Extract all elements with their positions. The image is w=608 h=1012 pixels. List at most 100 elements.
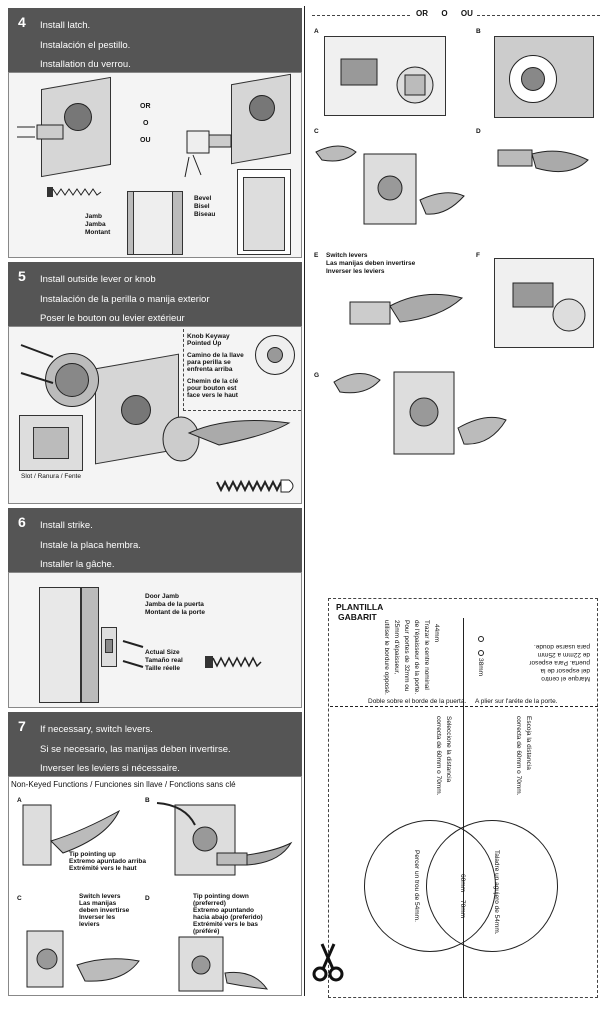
door-jamb-label-es: Jamba de la puerta	[145, 601, 204, 608]
door-jamb-face	[81, 587, 99, 703]
template-center-line	[463, 618, 464, 998]
step-title-es: Instalación el pestillo.	[40, 40, 131, 51]
right-label-d: D	[476, 128, 481, 135]
nonkeyed-caption: Non-Keyed Functions / Funciones sin llav…	[11, 780, 236, 789]
tip-up-label-en: Tip pointing up	[69, 851, 116, 858]
bore-ring-inner	[521, 67, 545, 91]
keyway-cylinder	[267, 347, 283, 363]
bevel-label-fr: Biseau	[194, 211, 216, 218]
right-b-illustration	[494, 36, 594, 118]
step7-a-drawing	[22, 804, 121, 866]
step7-label-b: B	[145, 797, 150, 804]
tip-up-label-fr: Extrémité vers le haut	[69, 865, 137, 872]
screw-drawing	[47, 187, 102, 197]
bore-hole	[249, 95, 275, 121]
template-title-fr: GABARIT	[338, 612, 377, 622]
template-text-1: Marque el centro del espesor de la puert…	[529, 622, 590, 682]
tip-down-label-4: hacia abajo (preferido)	[193, 914, 263, 921]
bore-hole	[64, 103, 92, 131]
right-f-illustration	[494, 258, 594, 348]
step-number: 4	[18, 14, 26, 30]
step7-b-drawing	[156, 802, 293, 876]
step-7-illustration: Non-Keyed Functions / Funciones sin llav…	[8, 776, 302, 996]
chemin-label-1: Chemin de la clé	[187, 378, 239, 385]
actual-size-label-fr: Taille réelle	[145, 665, 180, 672]
right-label-b: B	[476, 28, 481, 35]
step-title-fr: Installation du verrou.	[40, 59, 131, 70]
right-g-drawing	[333, 371, 507, 455]
step-title-en: If necessary, switch levers.	[40, 724, 153, 735]
step-7-header: 7 If necessary, switch levers. Si se nec…	[8, 712, 302, 776]
dim-38-label: 38mm	[477, 658, 484, 677]
dim-70-label: 70mm	[459, 900, 466, 919]
strike-screws	[122, 640, 144, 668]
step-title-en: Install outside lever or knob	[40, 274, 156, 285]
keyway-callout	[183, 329, 301, 411]
tip-up-label-es: Extremo apuntado arriba	[69, 858, 146, 865]
mark-hole-2	[478, 650, 484, 656]
text-line: de l'épaisseur de la porte.	[413, 620, 420, 695]
text-line: Marque el centro	[541, 675, 590, 682]
text-line: utiliser le bordure opposé.	[383, 620, 390, 695]
switch-levers-e-3: Inverser les leviers	[326, 268, 385, 275]
strike-opening	[105, 639, 113, 653]
latch-in-door-drawing	[340, 58, 434, 104]
switch-levers-label-5: leviers	[79, 921, 100, 928]
right-a-illustration	[324, 36, 446, 116]
mark-hole-1	[478, 636, 484, 642]
step7-label-c: C	[17, 895, 22, 902]
step7-label-a: A	[17, 797, 22, 804]
bore-hole	[121, 395, 151, 425]
lever-drawing	[162, 416, 291, 462]
step7-d-drawing	[178, 936, 269, 992]
template-title-es: PLANTILLA	[336, 602, 384, 612]
step7-label-d: D	[145, 895, 150, 902]
step-title-fr: Installer la gâche.	[40, 559, 115, 570]
template-fold-line	[330, 706, 598, 707]
slot-label: Slot / Ranura / Fente	[21, 473, 81, 480]
step-4-illustration: OR O OU Bevel Bisel Biseau Jamb Jamba Mo…	[8, 72, 302, 258]
or-label-es: O	[143, 120, 149, 127]
dim-60-label: 60mm	[459, 874, 466, 893]
right-label-a: A	[314, 28, 319, 35]
jamb-label-en: Jamb	[85, 213, 102, 220]
bore-circle-70	[426, 820, 558, 952]
template-text-5: Taladre un agujero de 54mm.	[493, 850, 500, 935]
column-divider	[304, 6, 305, 996]
step-number: 5	[18, 268, 26, 284]
door-jamb-illustration	[39, 587, 81, 703]
tip-down-label-3: Extremo apuntando	[193, 907, 255, 914]
template-text-3: Seleccione la distancia correcta de 60mm…	[396, 716, 466, 826]
text-line: Seleccione la distancia	[445, 716, 452, 783]
text-line: correcta de 60mm o 70mm.	[515, 716, 522, 796]
door-jamb-label-en: Door Jamb	[145, 593, 179, 600]
right-label-c: C	[314, 128, 319, 135]
step-title-es: Instalación de la perilla o manija exter…	[40, 294, 210, 305]
switch-levers-label-4: Inverser les	[79, 914, 116, 921]
template-text-4: Escoja la distancia correcta de 60mm o 7…	[502, 716, 562, 826]
bevel-label-en: Bevel	[194, 195, 212, 202]
door-frame-inner	[243, 177, 285, 251]
right-c-drawing	[315, 145, 465, 225]
dim-44-label: 44mm	[433, 624, 440, 643]
tip-down-label-6: (préféré)	[193, 928, 220, 935]
or-header: OR O OU	[412, 9, 477, 18]
text-line: 25mm d'épaisseur,	[393, 620, 400, 675]
latch-drawing-right	[184, 130, 232, 178]
or-label-fr: OU	[140, 137, 151, 144]
template-text-6: Percer un trou de 54mm.	[413, 850, 420, 922]
slot-inset-detail	[33, 427, 69, 459]
step-5-illustration: Slot / Ranura / Fente Knob Keyway Pointe…	[8, 326, 302, 504]
bevel-inset-face	[133, 191, 173, 255]
or-label-en: OR	[140, 103, 151, 110]
chemin-label-2: pour bouton est	[187, 385, 237, 392]
text-line: para usarse doude.	[533, 643, 590, 650]
jamb-label-es: Jamba	[85, 221, 106, 228]
keyway-label-en-1: Knob Keyway	[187, 333, 230, 340]
chemin-label-3: face vers le haut	[187, 392, 238, 399]
latch-mechanism-drawing	[512, 282, 586, 332]
fold-line-label: Doble sobre el borde de la puerta. A pli…	[368, 698, 558, 705]
right-label-g: G	[314, 372, 320, 379]
tip-down-label-2: (preferred)	[193, 900, 226, 907]
camino-label-1: Camino de la llave	[187, 352, 244, 359]
